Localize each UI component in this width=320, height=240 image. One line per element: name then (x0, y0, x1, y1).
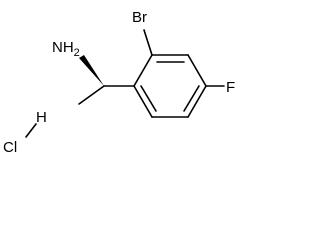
benzene-ring (133, 54, 207, 118)
bromine-bond (143, 29, 153, 56)
methyl-bond (78, 85, 105, 105)
chlorine-label: Cl (3, 139, 17, 155)
wedge-bond (79, 55, 104, 86)
amine-label: NH2 (52, 39, 80, 59)
hydrogen-label: H (36, 109, 47, 126)
chemical-structure: NH2 Br F H Cl (3, 9, 235, 155)
hcl-bond (25, 123, 37, 138)
bromine-label: Br (132, 9, 147, 26)
fluorine-label: F (226, 79, 235, 96)
